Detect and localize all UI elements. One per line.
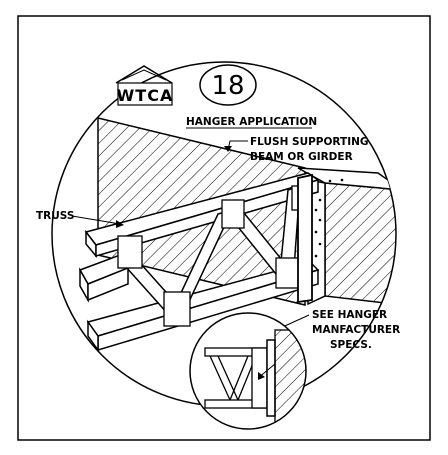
right-girder (324, 182, 396, 306)
flush-callout-line2: BEAM OR GIRDER (250, 151, 353, 163)
detail-drawing (78, 117, 396, 353)
sheet-border (17, 15, 431, 441)
wtca-logo: WTCA (115, 65, 174, 106)
truss-arrow (116, 220, 124, 228)
inset-detail (204, 329, 306, 427)
gusset-plates (117, 185, 311, 327)
truss-webs (78, 184, 301, 315)
truss-callout: TRUSS (36, 210, 74, 222)
hanger-callout-line3: SPECS. (330, 339, 372, 351)
nail-pattern (314, 178, 344, 258)
flush-callout-line1: FLUSH SUPPORTING (250, 136, 369, 148)
diagram-title: HANGER APPLICATION (186, 116, 317, 128)
logo-text: WTCA (117, 86, 174, 105)
hanger (297, 173, 313, 304)
truss-leader (71, 215, 121, 225)
hanger-callout-line1: SEE HANGER (312, 309, 387, 321)
hanger-callout-line2: MANFACTURER (312, 324, 400, 336)
bottom-chord-end (87, 319, 99, 353)
detail-number-oval (199, 64, 257, 106)
detail-number: 18 (211, 71, 244, 101)
flush-arrow (224, 146, 232, 152)
